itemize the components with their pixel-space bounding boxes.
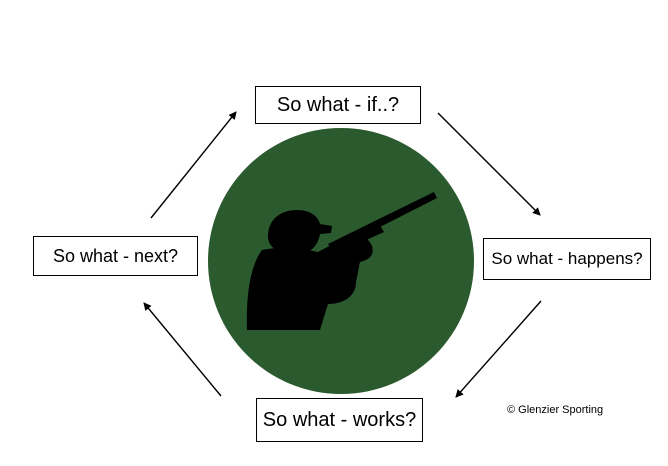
box-so-what-next: So what - next? <box>33 236 198 276</box>
box-so-what-happens: So what - happens? <box>483 238 651 280</box>
arrow-next-to-if <box>150 111 237 219</box>
cycle-arrows <box>143 111 542 398</box>
box-so-what-next-label: So what - next? <box>52 245 179 266</box>
arrow-if-to-happens <box>437 112 541 216</box>
arrow-happens-to-works <box>455 300 542 398</box>
box-so-what-if-label: So what - if..? <box>276 93 400 116</box>
box-so-what-works: So what - works? <box>256 398 423 442</box>
box-so-what-if: So what - if..? <box>255 86 421 124</box>
arrow-works-to-next <box>143 302 222 397</box>
box-so-what-happens-label: So what - happens? <box>491 249 643 268</box>
shooter-silhouette-icon <box>246 192 437 330</box>
box-so-what-works-label: So what - works? <box>262 408 417 431</box>
copyright-notice: © Glenzier Sporting <box>507 404 604 416</box>
